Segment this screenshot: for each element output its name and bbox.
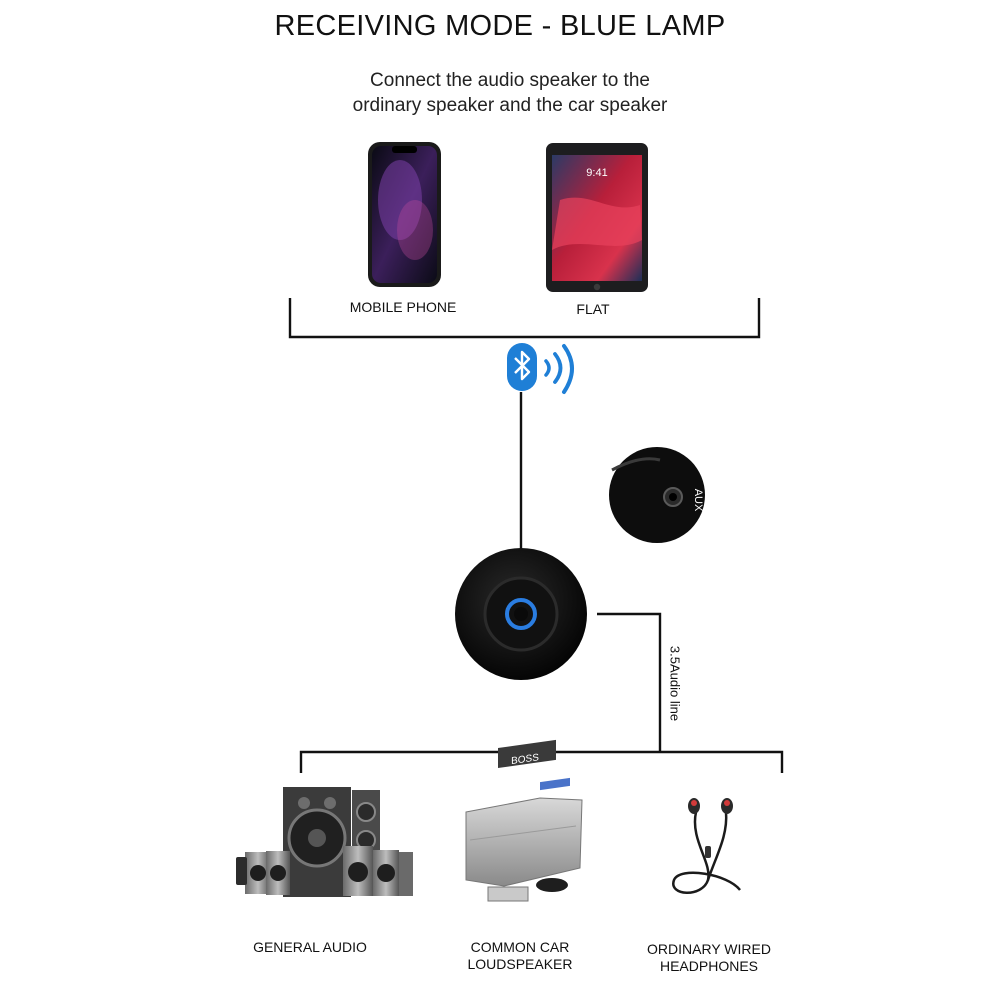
headphones-label-line-1: ORDINARY WIRED xyxy=(647,941,771,957)
aux-port-label: AUX xyxy=(692,489,704,512)
subtitle-line-1: Connect the audio speaker to the xyxy=(370,70,650,91)
wired-headphones-image xyxy=(672,798,741,894)
subtitle: Connect the audio speaker to the ordinar… xyxy=(250,68,770,118)
svg-text:BOSS: BOSS xyxy=(511,752,539,767)
aux-port-inset: AUX xyxy=(609,447,705,543)
car-loudspeaker-label: COMMON CAR LOUDSPEAKER xyxy=(440,939,600,973)
subtitle-line-2: ordinary speaker and the car speaker xyxy=(352,95,668,116)
car-loudspeaker-label-line-2: LOUDSPEAKER xyxy=(467,956,573,972)
general-audio-label: GENERAL AUDIO xyxy=(253,939,367,955)
car-amplifier-image: BOSS xyxy=(465,739,583,902)
headphones-label-line-2: HEADPHONES xyxy=(659,958,759,974)
source-bracket xyxy=(288,298,761,339)
car-loudspeaker-label-line-1: COMMON CAR xyxy=(470,939,570,955)
blue-led-ring xyxy=(505,598,537,630)
general-audio-speakers-image xyxy=(236,787,413,897)
audio-cable-line xyxy=(597,612,662,752)
bluetooth-icon xyxy=(507,343,574,394)
audio-line-label: 3.5Audio line xyxy=(667,645,683,722)
mobile-phone-image xyxy=(368,142,441,287)
page-title: RECEIVING MODE - BLUE LAMP xyxy=(274,10,726,42)
mobile-phone-label: MOBILE PHONE xyxy=(349,299,457,315)
bluetooth-receiver-device xyxy=(455,548,587,680)
flat-label: FLAT xyxy=(576,301,610,317)
headphones-label: ORDINARY WIRED HEADPHONES xyxy=(624,941,794,975)
tablet-image: 9:41 xyxy=(546,143,648,292)
tablet-time: 9:41 xyxy=(586,167,607,179)
